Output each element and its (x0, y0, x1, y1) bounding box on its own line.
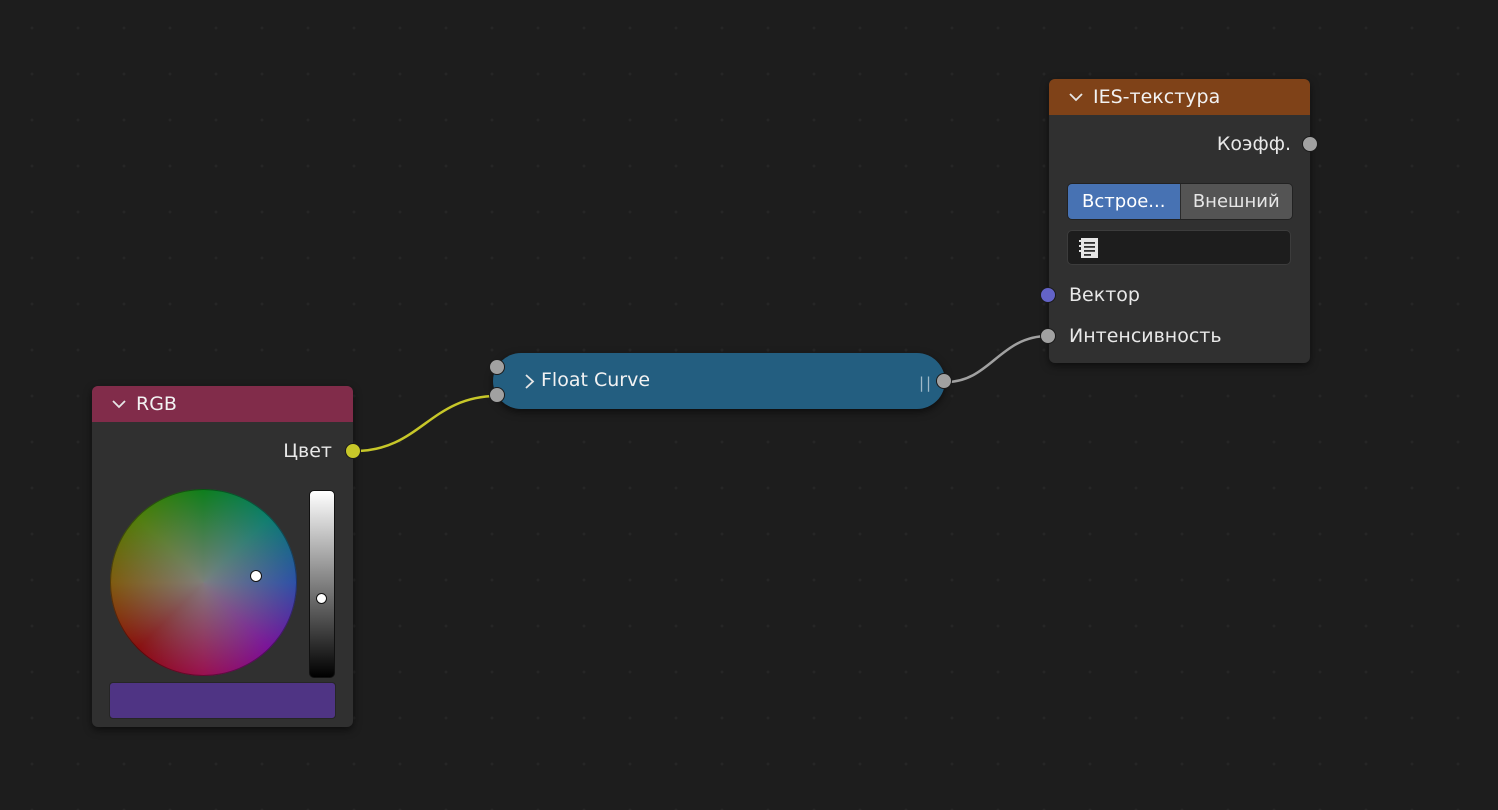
float-curve-title: Float Curve (541, 369, 651, 391)
color-swatch[interactable] (109, 682, 336, 719)
ies-output-label: Коэфф. (1216, 133, 1291, 155)
color-wheel-cursor[interactable] (250, 570, 262, 582)
link-rgb-to-float-curve[interactable] (354, 394, 498, 453)
ies-input-label-vector: Вектор (1069, 284, 1140, 306)
float-curve-factor-input-socket[interactable] (489, 359, 505, 375)
value-slider[interactable] (309, 490, 335, 678)
float-curve-value-input-socket[interactable] (489, 387, 505, 403)
ies-mode-toggle[interactable]: Встрое... Внешний (1067, 183, 1293, 220)
chevron-down-icon[interactable] (112, 397, 126, 411)
ies-vector-input-socket[interactable] (1040, 287, 1056, 303)
color-wheel[interactable] (110, 489, 297, 676)
chevron-right-icon[interactable] (523, 374, 536, 389)
float-curve-output-socket[interactable] (936, 373, 952, 389)
rgb-node[interactable]: RGB Цвет (92, 386, 353, 727)
rgb-color-output-socket[interactable] (345, 443, 361, 459)
ies-node-header[interactable]: IES-текстура (1049, 79, 1310, 115)
rgb-output-label: Цвет (283, 440, 332, 462)
text-datablock-icon (1079, 238, 1098, 258)
ies-node-title: IES-текстура (1093, 86, 1221, 108)
ies-fac-output-socket[interactable] (1302, 136, 1318, 152)
ies-texture-node[interactable]: IES-текстура Коэфф. Встрое... Внешний Ве… (1049, 79, 1310, 363)
ies-strength-input-socket[interactable] (1040, 328, 1056, 344)
grip-icon: || (917, 374, 933, 392)
float-curve-node[interactable]: Float Curve || (493, 353, 945, 409)
ies-input-label-strength: Интенсивность (1069, 325, 1222, 347)
rgb-node-header[interactable]: RGB (92, 386, 353, 422)
mode-internal-button[interactable]: Встрое... (1068, 184, 1180, 219)
chevron-down-icon[interactable] (1069, 90, 1083, 104)
link-float-curve-to-ies[interactable] (945, 334, 1049, 384)
rgb-node-title: RGB (136, 393, 177, 415)
ies-text-field[interactable] (1067, 230, 1291, 265)
value-slider-cursor[interactable] (316, 593, 327, 604)
mode-external-button[interactable]: Внешний (1179, 184, 1292, 219)
